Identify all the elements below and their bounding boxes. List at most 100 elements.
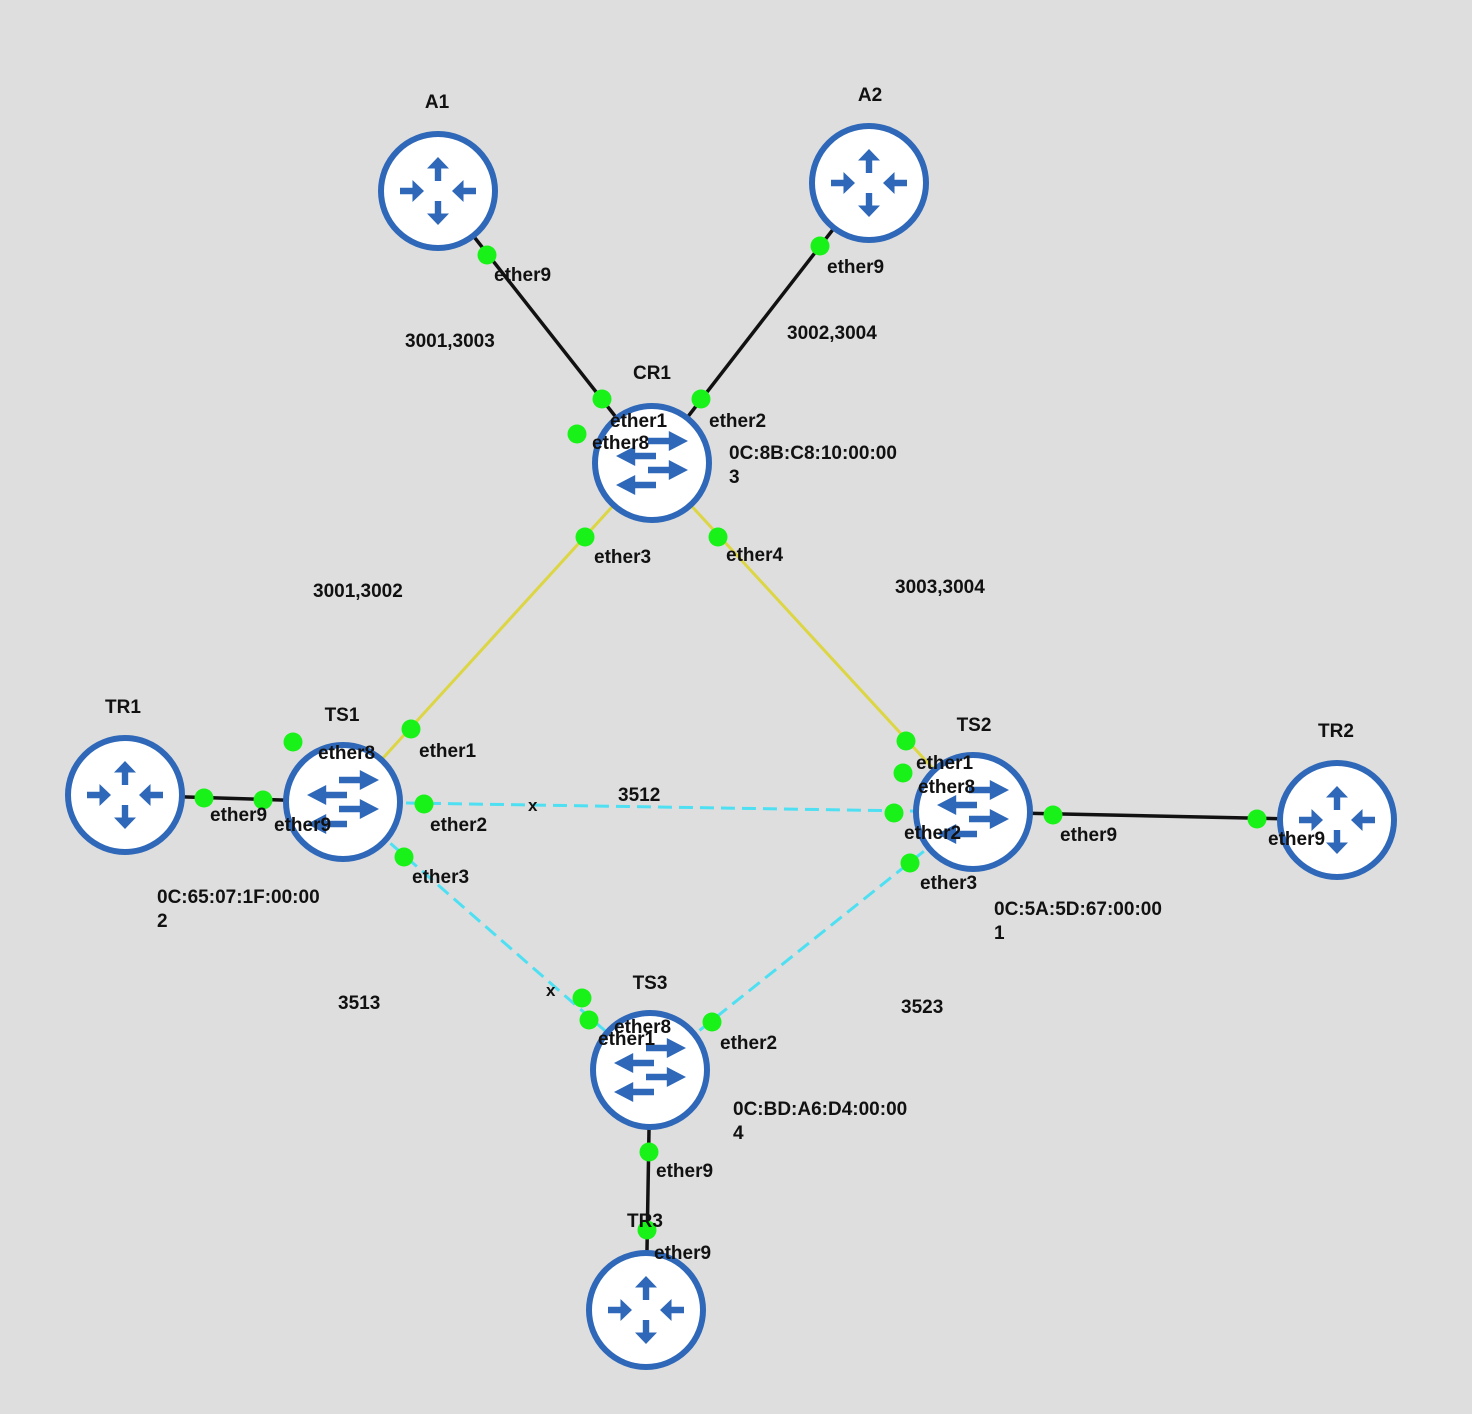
port-dot-tr2-ether9[interactable] — [1247, 809, 1267, 829]
link-ts2-tr2[interactable] — [972, 810, 1338, 822]
port-dot-ts2-ether8[interactable] — [893, 763, 913, 783]
router-icon — [831, 149, 907, 217]
port-label-ts3-ether1: ether1 — [598, 1029, 655, 1050]
port-label-ts3-ether8: ether8 — [614, 1017, 671, 1038]
port-dot-tr3-ether9[interactable] — [637, 1220, 657, 1240]
link-cr1-ts1[interactable] — [341, 461, 654, 804]
port-label-ts1-ether8: ether8 — [318, 743, 375, 764]
port-label-cr1-ether3: ether3 — [594, 547, 651, 568]
mac-label-cr1-line2: 3 — [729, 467, 740, 488]
link-ts1-ts2[interactable] — [342, 800, 974, 814]
mac-label-ts2-line2: 1 — [994, 923, 1005, 944]
port-dot-cr1-ether3[interactable] — [575, 527, 595, 547]
port-dot-cr1-ether8[interactable] — [567, 424, 587, 444]
mac-label-ts1: 0C:65:07:1F:00:00 — [157, 887, 320, 908]
node-tr3[interactable] — [586, 1250, 706, 1370]
node-tr1[interactable] — [65, 735, 185, 855]
switch-icon — [616, 431, 688, 495]
port-dot-a1-ether9[interactable] — [477, 245, 497, 265]
mac-label-cr1: 0C:8B:C8:10:00:00 — [729, 443, 897, 464]
port-dots-layer — [194, 236, 1267, 1240]
link-x-mark: x — [546, 981, 556, 1000]
router-icon — [400, 157, 476, 225]
port-label-ts2-ether2: ether2 — [904, 823, 961, 844]
mac-label-ts3: 0C:BD:A6:D4:00:00 — [733, 1099, 907, 1120]
node-title-a2: A2 — [858, 85, 882, 106]
port-label-ts2-ether9: ether9 — [1060, 825, 1117, 846]
nodes-layer — [65, 123, 1397, 1370]
node-ts2-circle[interactable] — [913, 752, 1033, 872]
port-dot-ts3-ether8[interactable] — [572, 988, 592, 1008]
node-ts1[interactable] — [283, 742, 403, 862]
port-label-cr1-ether2: ether2 — [709, 411, 766, 432]
port-label-cr1-ether1: ether1 — [610, 411, 667, 432]
port-dot-cr1-ether2[interactable] — [691, 389, 711, 409]
node-a2-circle[interactable] — [809, 123, 929, 243]
port-label-ts1-ether3: ether3 — [412, 867, 469, 888]
node-tr1-circle[interactable] — [65, 735, 185, 855]
link-x-mark: x — [528, 796, 538, 815]
router-icon — [1299, 786, 1375, 854]
switch-icon — [614, 1038, 686, 1102]
link-ts1-ts3[interactable] — [342, 800, 651, 1072]
node-cr1[interactable] — [592, 403, 712, 523]
port-dot-ts1-ether1[interactable] — [401, 719, 421, 739]
port-dot-ts3-ether9[interactable] — [639, 1142, 659, 1162]
port-label-ts3-ether9: ether9 — [656, 1161, 713, 1182]
node-title-ts2: TS2 — [957, 715, 992, 736]
vlan-label: 3001,3003 — [405, 331, 495, 352]
node-a2[interactable] — [809, 123, 929, 243]
node-tr2[interactable] — [1277, 760, 1397, 880]
port-dot-a2-ether9[interactable] — [810, 236, 830, 256]
port-dot-ts3-ether2[interactable] — [702, 1012, 722, 1032]
node-ts3-circle[interactable] — [590, 1010, 710, 1130]
port-label-ts2-ether1: ether1 — [916, 753, 973, 774]
port-label-ts3-ether2: ether2 — [720, 1033, 777, 1054]
port-label-ts2-ether8: ether8 — [918, 777, 975, 798]
port-dot-ts3-ether1[interactable] — [579, 1010, 599, 1030]
node-title-a1: A1 — [425, 92, 450, 113]
switch-icon — [307, 770, 379, 834]
port-dot-ts2-ether3[interactable] — [900, 853, 920, 873]
node-tr3-circle[interactable] — [586, 1250, 706, 1370]
node-title-tr1: TR1 — [105, 697, 141, 718]
port-label-ts1-ether9: ether9 — [274, 815, 331, 836]
node-tr2-circle[interactable] — [1277, 760, 1397, 880]
labels-layer: ether9 ether1 3001,3003 ether9 ether2 3002,30… — [105, 85, 1354, 1264]
node-title-tr3: TR3 — [627, 1211, 663, 1232]
mac-label-ts1-line2: 2 — [157, 911, 168, 932]
port-dot-ts1-ether3[interactable] — [394, 847, 414, 867]
port-label-a1-ether9: ether9 — [494, 265, 551, 286]
node-a1-circle[interactable] — [378, 131, 498, 251]
port-label-cr1-ether8: ether8 — [592, 433, 649, 454]
port-dot-tr1-ether9[interactable] — [194, 788, 214, 808]
link-ts2-ts3[interactable] — [649, 810, 974, 1072]
vlan-label: 3513 — [338, 993, 380, 1014]
port-dot-ts2-ether2[interactable] — [884, 803, 904, 823]
router-icon — [87, 761, 163, 829]
node-title-ts1: TS1 — [325, 705, 360, 726]
mac-label-ts2: 0C:5A:5D:67:00:00 — [994, 899, 1162, 920]
node-ts2[interactable] — [913, 752, 1033, 872]
port-dot-ts1-ether8[interactable] — [283, 732, 303, 752]
node-cr1-circle[interactable] — [592, 403, 712, 523]
port-label-tr2-ether9: ether9 — [1268, 829, 1325, 850]
link-cr1-ts2[interactable] — [650, 461, 975, 814]
node-ts3[interactable] — [590, 1010, 710, 1130]
port-dot-ts1-ether2[interactable] — [414, 794, 434, 814]
port-label-ts1-ether2: ether2 — [430, 815, 487, 836]
port-label-tr3-ether9: ether9 — [654, 1243, 711, 1264]
node-a1[interactable] — [378, 131, 498, 251]
vlan-label: 3003,3004 — [895, 577, 985, 598]
port-dot-ts1-ether9[interactable] — [253, 790, 273, 810]
vlan-label: 3523 — [901, 997, 943, 1018]
port-dot-ts2-ether9[interactable] — [1043, 805, 1063, 825]
port-dot-cr1-ether4[interactable] — [708, 527, 728, 547]
node-ts1-circle[interactable] — [283, 742, 403, 862]
vlan-label: 3002,3004 — [787, 323, 877, 344]
node-title-tr2: TR2 — [1318, 721, 1354, 742]
switch-icon — [937, 780, 1009, 844]
vlan-label: 3512 — [618, 785, 660, 806]
port-dot-ts2-ether1[interactable] — [896, 731, 916, 751]
port-dot-cr1-ether1[interactable] — [592, 389, 612, 409]
